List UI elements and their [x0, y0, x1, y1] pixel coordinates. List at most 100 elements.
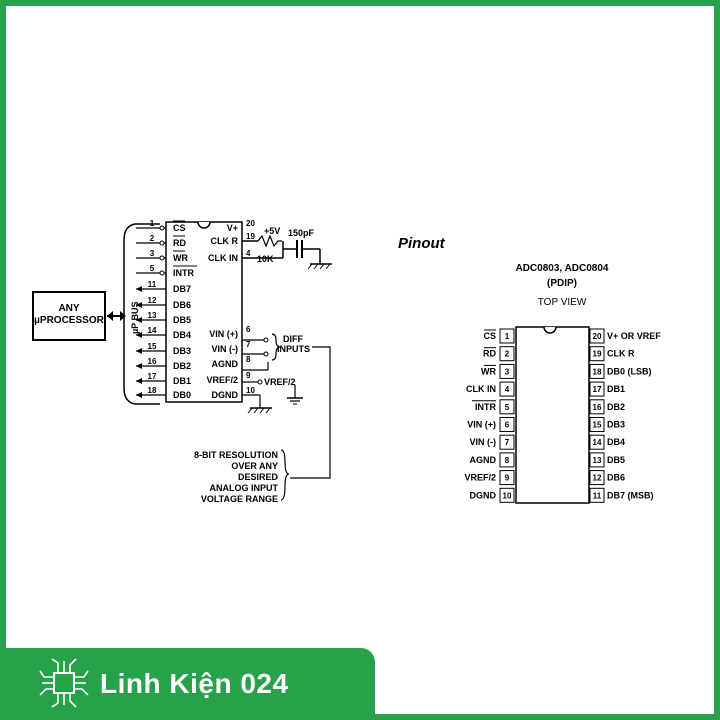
pin-label: RD — [483, 349, 496, 359]
pin-number: 13 — [593, 456, 602, 465]
resistor-label: 10K — [257, 254, 274, 264]
pin-label: DGND — [212, 390, 239, 400]
processor-label-line2: µPROCESSOR — [34, 315, 104, 326]
pin-label: DB3 — [607, 420, 625, 430]
pin-number: 16 — [148, 357, 157, 366]
pin-number: 20 — [246, 219, 255, 228]
pin-label: DB5 — [173, 315, 191, 325]
brand-name: Linh Kiện 024 — [100, 668, 289, 699]
pin-label: DB7 (MSB) — [607, 490, 654, 500]
pin-number: 12 — [148, 296, 157, 305]
pin-number: 15 — [593, 421, 602, 430]
clock-network: 150pF 10K — [242, 228, 332, 270]
pin-number: 7 — [246, 340, 251, 349]
pin-number: 4 — [246, 249, 251, 258]
pin-label: DB4 — [173, 330, 191, 340]
note-line: 8-BIT RESOLUTION — [194, 450, 278, 460]
pin-number: 17 — [593, 385, 602, 394]
pin-number: 17 — [148, 372, 157, 381]
pin-number: 18 — [593, 367, 602, 376]
pin-label: VIN (+) — [209, 329, 238, 339]
pin-box — [589, 487, 605, 503]
pin-box — [499, 470, 515, 486]
diff-input-network: DIFF INPUTS VREF/2 — [242, 333, 331, 501]
bus-label: µP BUS — [130, 301, 140, 334]
pin-box — [589, 452, 605, 468]
pin-number: 14 — [148, 326, 157, 335]
pin-box — [589, 328, 605, 344]
note-line: OVER ANY — [231, 461, 278, 471]
pin-label: CLK R — [607, 349, 635, 359]
pin-number: 7 — [505, 438, 510, 447]
top-view-label: TOP VIEW — [538, 297, 587, 308]
pin-number: 13 — [148, 311, 157, 320]
pin-label: DB7 — [173, 284, 191, 294]
pin-arrow — [136, 363, 142, 369]
pin-number: 3 — [150, 249, 155, 258]
capacitor-label: 150pF — [288, 228, 315, 238]
pin-number: 1 — [505, 332, 510, 341]
pin-box — [589, 399, 605, 415]
pin-number: 18 — [148, 386, 157, 395]
pin-label: V+ — [227, 223, 238, 233]
pin-label: WR — [481, 366, 496, 376]
pin-bubble — [159, 270, 165, 276]
chip-logo-icon — [39, 658, 89, 708]
pin-label: AGND — [212, 359, 239, 369]
pin-box — [499, 346, 515, 362]
pin-bubble — [159, 240, 165, 246]
pin-number: 2 — [505, 350, 510, 359]
processor-block: ANY µPROCESSOR — [32, 291, 106, 341]
note-line: ANALOG INPUT — [210, 483, 279, 493]
pin-number: 10 — [503, 491, 512, 500]
pin-box — [499, 434, 515, 450]
pin-number: 15 — [148, 342, 157, 351]
pin-box — [589, 434, 605, 450]
pinout-title: Pinout — [398, 235, 446, 252]
pin-number: 2 — [150, 234, 155, 243]
pin-number: 10 — [246, 386, 255, 395]
diff-inputs-label-line1: DIFF — [283, 334, 303, 344]
pin-label: CS — [483, 331, 496, 341]
pin-bubble — [159, 255, 165, 261]
pin-box — [499, 381, 515, 397]
pin-label: DB2 — [173, 361, 191, 371]
pin-arrow — [136, 392, 142, 398]
pin-label: DB2 — [607, 402, 625, 412]
pin-box — [499, 487, 515, 503]
pin-box — [499, 328, 515, 344]
pin-label: DB1 — [173, 376, 191, 386]
note-line: DESIRED — [238, 472, 279, 482]
pin-label: INTR — [475, 402, 496, 412]
pin-number: 8 — [246, 355, 251, 364]
pin-label: DB0 (LSB) — [607, 366, 652, 376]
pin-arrow — [136, 378, 142, 384]
pin-box — [589, 381, 605, 397]
pin-number: 16 — [593, 403, 602, 412]
pin-label: VREF/2 — [464, 473, 496, 483]
pin-arrow — [136, 348, 142, 354]
pin-number: 6 — [505, 421, 510, 430]
pin-number: 4 — [505, 385, 510, 394]
package-label: (PDIP) — [547, 278, 577, 289]
pin-box — [499, 417, 515, 432]
pin-label: V+ OR VREF — [607, 331, 661, 341]
pin-label: DB4 — [607, 437, 625, 447]
pin-number: 9 — [246, 371, 251, 380]
pin-label: VREF/2 — [206, 375, 238, 385]
pin-label: VIN (-) — [212, 344, 239, 354]
pinout-chip-body — [515, 326, 590, 504]
pin-number: 1 — [150, 219, 155, 228]
pin-label: DB5 — [607, 455, 625, 465]
microprocessor-bus: µP BUS — [123, 223, 160, 405]
pin-box — [589, 363, 605, 379]
pin-number: 11 — [593, 491, 602, 500]
brand-banner — [0, 648, 375, 720]
pin-box — [589, 346, 605, 362]
pin-label: AGND — [470, 455, 497, 465]
